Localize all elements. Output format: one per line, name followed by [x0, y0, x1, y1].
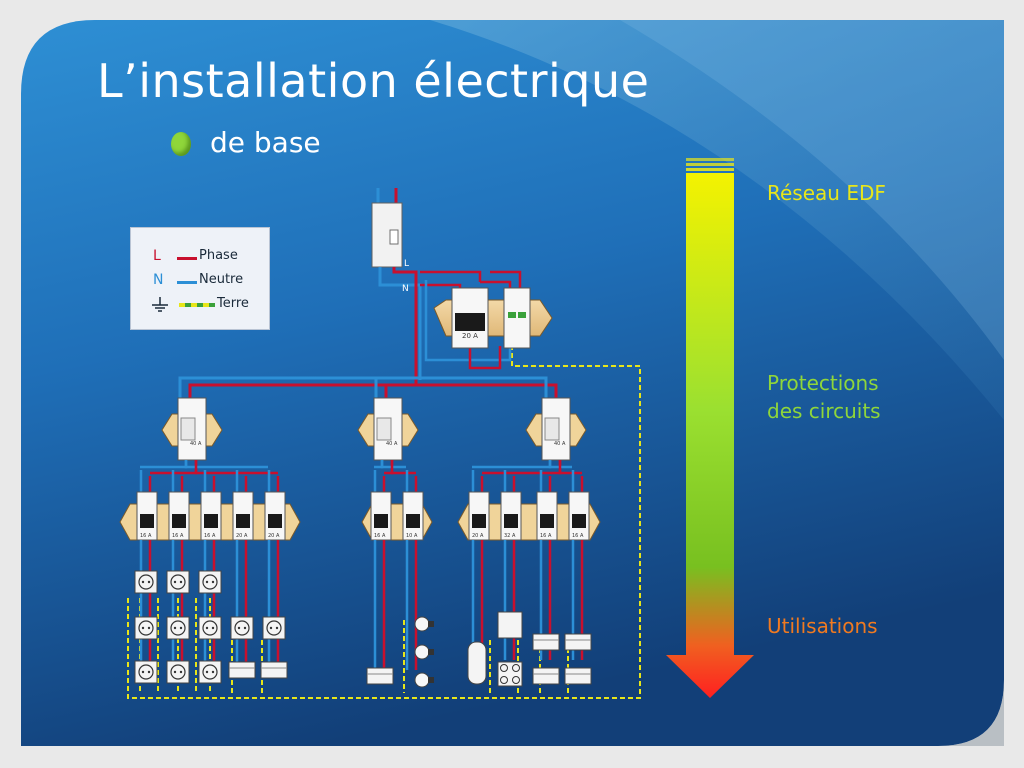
label-reseau-edf: Réseau EDF	[767, 181, 886, 205]
breaker-rating: 20 A	[268, 533, 280, 539]
socket-icon	[134, 570, 158, 594]
heater-icon	[366, 667, 394, 685]
socket-icon	[166, 570, 190, 594]
lamp-icon	[414, 672, 434, 688]
legend-phase-label: Phase	[199, 248, 238, 263]
breaker-toggle	[504, 514, 518, 528]
breaker-toggle	[406, 514, 420, 528]
breaker-toggle	[204, 514, 218, 528]
incoming-supply: L N	[371, 188, 422, 385]
legend-phase-line	[177, 257, 197, 260]
legend-neutral-symbol: N	[153, 272, 164, 288]
breaker-rating: 16 A	[204, 533, 216, 539]
burner-icon	[512, 664, 520, 672]
socket-icon	[262, 616, 286, 640]
legend-row-earth: Terre	[131, 294, 269, 316]
neutral-feeder	[472, 460, 552, 469]
socket-icon	[198, 570, 222, 594]
socket-icon	[198, 616, 222, 640]
label-protections-line2: des circuits	[767, 399, 881, 423]
neutral-feeder	[140, 460, 188, 469]
heater-icon	[564, 633, 592, 651]
breaker-toggle	[374, 514, 388, 528]
label-protections-line1: Protections	[767, 371, 879, 395]
label-utilisations: Utilisations	[767, 614, 878, 638]
wire-label-neutral: N	[402, 284, 409, 294]
bullet-icon	[171, 132, 191, 156]
circuit-groups: 40 A 40 A 40 A 16 A 16 A 16 A 20 A 20 A 16 A 10 A…	[119, 397, 601, 688]
legend-earth-label: Terre	[217, 296, 249, 311]
earth-icon	[152, 297, 168, 312]
socket-icon	[166, 616, 190, 640]
heater-icon	[564, 667, 592, 685]
breaker-rating: 10 A	[406, 533, 418, 539]
wire-label-phase: L	[404, 259, 409, 269]
wiring-legend: L Phase N Neutre Terre	[130, 227, 270, 330]
water-heater-icon	[467, 641, 487, 685]
breaker-rating: 16 A	[540, 533, 552, 539]
lamp-icon	[414, 644, 434, 660]
main-distribution: 20 A	[420, 270, 553, 370]
heater-icon	[260, 661, 288, 679]
breaker-rating: 32 A	[504, 533, 516, 539]
breaker-rating: 16 A	[572, 533, 584, 539]
neutral-feeder	[184, 460, 268, 469]
burner-icon	[512, 676, 520, 684]
phase-feeder	[558, 460, 582, 475]
slide-subtitle: de base	[210, 126, 321, 159]
legend-row-neutral: N Neutre	[131, 270, 269, 292]
neutral-feeder	[548, 460, 572, 469]
socket-icon	[230, 616, 254, 640]
differential-breaker-1: 40 A	[161, 397, 223, 461]
phase-feeder	[194, 460, 278, 475]
legend-neutral-label: Neutre	[199, 272, 244, 287]
breaker-toggle	[572, 514, 586, 528]
socket-icon	[134, 660, 158, 684]
breaker-toggle	[236, 514, 250, 528]
breaker-rating: 40 A	[190, 441, 202, 447]
main-breaker-rating: 20 A	[462, 332, 478, 340]
differential-breaker-2: 40 A	[357, 397, 419, 461]
breaker-rating: 20 A	[472, 533, 484, 539]
breaker-toggle	[540, 514, 554, 528]
oven-icon	[497, 611, 523, 639]
legend-row-phase: L Phase	[131, 246, 269, 268]
burner-icon	[500, 664, 508, 672]
legend-neutral-line	[177, 281, 197, 284]
breaker-rating: 16 A	[374, 533, 386, 539]
breaker-rating: 16 A	[172, 533, 184, 539]
heater-icon	[532, 667, 560, 685]
socket-icon	[198, 660, 222, 684]
neutral-feeder	[380, 460, 406, 469]
breaker-rating: 40 A	[554, 441, 566, 447]
legend-phase-symbol: L	[153, 248, 161, 264]
breaker-rating: 16 A	[140, 533, 152, 539]
breaker-toggle	[268, 514, 282, 528]
heater-icon	[228, 661, 256, 679]
din-rail	[457, 503, 601, 541]
socket-icon	[134, 616, 158, 640]
legend-earth-line	[179, 303, 215, 307]
lamp-icon	[414, 616, 434, 632]
socket-icon	[166, 660, 190, 684]
breaker-rating: 20 A	[236, 533, 248, 539]
heater-icon	[532, 633, 560, 651]
burner-icon	[500, 676, 508, 684]
slide-title: L’installation électrique	[97, 54, 650, 108]
distribution-busbar	[178, 376, 558, 400]
breaker-toggle	[172, 514, 186, 528]
breaker-toggle	[140, 514, 154, 528]
cooktop-icon	[497, 661, 523, 687]
breaker-rating: 40 A	[386, 441, 398, 447]
breaker-toggle	[472, 514, 486, 528]
differential-breaker-3: 40 A	[525, 397, 587, 461]
